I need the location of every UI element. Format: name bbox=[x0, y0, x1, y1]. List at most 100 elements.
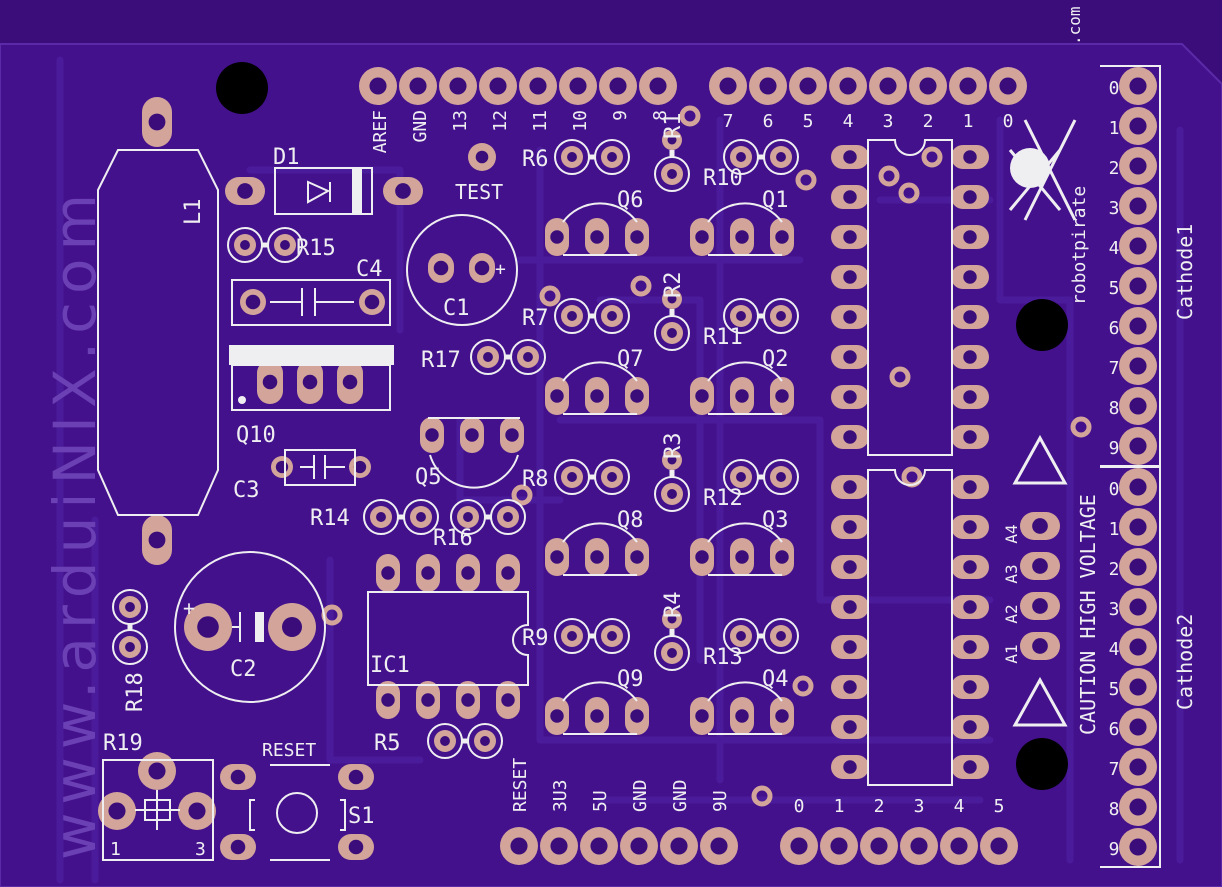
pad-hole bbox=[879, 77, 897, 95]
c2-outline bbox=[174, 551, 326, 703]
mounting-hole bbox=[1016, 738, 1068, 790]
pad-hole bbox=[1129, 197, 1147, 215]
pad-hole bbox=[463, 512, 473, 522]
header-pin-label: 3 bbox=[914, 796, 925, 817]
pad-hole bbox=[483, 352, 493, 362]
header-pin-label: RESET bbox=[510, 758, 531, 812]
silk-outline bbox=[102, 759, 214, 861]
pad-hole bbox=[1129, 558, 1147, 576]
pad-hole bbox=[843, 190, 857, 204]
pads-layer bbox=[98, 67, 1157, 866]
pad-hole bbox=[421, 566, 435, 580]
label-transistor-right: Q2 bbox=[762, 347, 789, 372]
cathode-pin-label: 6 bbox=[1109, 318, 1120, 339]
pad-hole bbox=[523, 352, 533, 362]
pad-hole bbox=[425, 428, 439, 442]
label-resistor-left: R7 bbox=[522, 306, 549, 331]
mounting-hole bbox=[216, 62, 268, 114]
header-pin-label: 1 bbox=[963, 111, 974, 132]
via bbox=[921, 146, 943, 168]
pad-hole bbox=[125, 642, 135, 652]
brand-suffix: .com bbox=[1065, 6, 1084, 45]
pad-hole bbox=[1129, 117, 1147, 135]
label-C2: C2 bbox=[230, 657, 257, 682]
label-transistor-right: Q1 bbox=[762, 188, 789, 213]
pad-hole bbox=[567, 311, 577, 321]
header-pin-label: 0 bbox=[794, 796, 805, 817]
pad-hole bbox=[843, 640, 857, 654]
pad-hole bbox=[775, 230, 789, 244]
silk-outline bbox=[562, 361, 638, 415]
header-pin-label: 1 bbox=[834, 796, 845, 817]
pad-hole bbox=[963, 430, 977, 444]
caution-text: CAUTION HIGH VOLTAGE bbox=[1076, 494, 1100, 735]
pad-hole bbox=[630, 550, 644, 564]
silk-outline bbox=[274, 167, 373, 215]
pad-hole bbox=[843, 760, 857, 774]
pad-hole bbox=[342, 374, 358, 390]
logo-skull bbox=[1010, 148, 1050, 188]
pad-hole bbox=[843, 270, 857, 284]
button-outline bbox=[276, 792, 318, 834]
pad-hole bbox=[461, 693, 475, 707]
via bbox=[792, 675, 814, 697]
pad-hole bbox=[735, 550, 749, 564]
silk-outline bbox=[231, 364, 391, 411]
pad-hole bbox=[550, 230, 564, 244]
silk-outline bbox=[249, 764, 346, 861]
pad-hole bbox=[1129, 838, 1147, 856]
diode-band bbox=[352, 168, 362, 214]
silk-outline bbox=[231, 279, 391, 326]
label-resistor-right: R11 bbox=[703, 325, 743, 350]
pad-hole bbox=[381, 566, 395, 580]
label-resistor-right: R13 bbox=[703, 645, 743, 670]
pad-hole bbox=[790, 837, 808, 855]
pad-hole bbox=[550, 389, 564, 403]
pad-hole bbox=[245, 294, 261, 310]
via bbox=[795, 169, 817, 191]
pad-hole bbox=[550, 709, 564, 723]
pad-hole bbox=[630, 837, 648, 855]
pad-hole bbox=[695, 550, 709, 564]
label-transistor-right: Q3 bbox=[762, 508, 789, 533]
label-transistor-left: Q9 bbox=[617, 667, 644, 692]
cathode-pin-label: 9 bbox=[1109, 438, 1120, 459]
header-pin-label: 4 bbox=[843, 111, 854, 132]
cathode-pin-label: 8 bbox=[1109, 799, 1120, 820]
label-transistor-left: Q7 bbox=[617, 347, 644, 372]
via bbox=[539, 285, 561, 307]
pad-hole bbox=[843, 310, 857, 324]
label-R17: R17 bbox=[421, 348, 461, 373]
c2-polarity bbox=[256, 612, 264, 642]
label-RESET: RESET bbox=[262, 740, 316, 761]
header-pin-label: 5 bbox=[994, 796, 1005, 817]
header-pin-label: AREF bbox=[370, 110, 391, 153]
pad-hole bbox=[843, 520, 857, 534]
traces bbox=[56, 56, 1184, 884]
header-pin-label: 12 bbox=[490, 110, 511, 132]
pad-hole bbox=[670, 837, 688, 855]
cathode-pin-label: 5 bbox=[1109, 679, 1120, 700]
pad-hole bbox=[1129, 317, 1147, 335]
pad-hole bbox=[776, 472, 786, 482]
pad-hole bbox=[776, 152, 786, 162]
pad-hole bbox=[843, 600, 857, 614]
label-resistor-right: R10 bbox=[703, 166, 743, 191]
pad-hole bbox=[1032, 638, 1048, 654]
cathode-pin-label: 0 bbox=[1109, 78, 1120, 99]
pad-hole bbox=[590, 230, 604, 244]
pad-hole bbox=[963, 150, 977, 164]
pad-hole bbox=[667, 614, 677, 624]
cathode-pin-label: 7 bbox=[1109, 358, 1120, 379]
pad-hole bbox=[550, 550, 564, 564]
pad-hole bbox=[369, 77, 387, 95]
label-resistor-vertical: R2 bbox=[661, 272, 686, 299]
cathode-pin-label: 2 bbox=[1109, 559, 1120, 580]
silk-outline bbox=[867, 139, 953, 456]
pad-hole bbox=[735, 389, 749, 403]
label-resistor-left: R8 bbox=[522, 467, 549, 492]
label-transistor-left: Q6 bbox=[617, 188, 644, 213]
anode-label: A1 bbox=[1002, 644, 1021, 663]
silk-outline bbox=[367, 591, 529, 686]
pad-hole bbox=[1129, 437, 1147, 455]
